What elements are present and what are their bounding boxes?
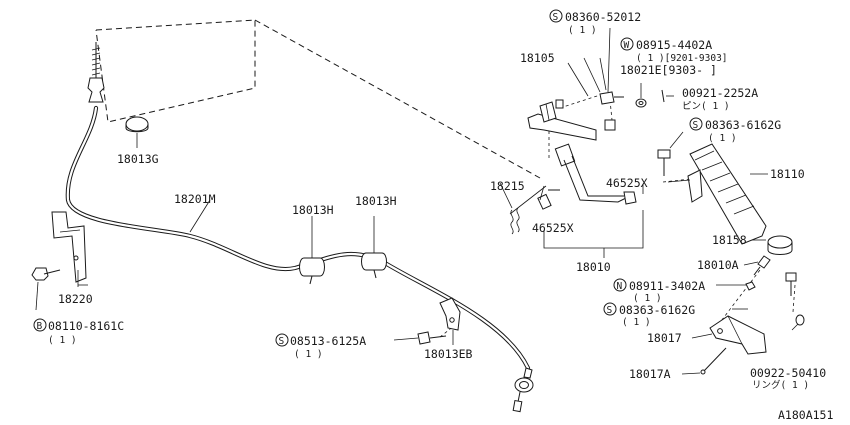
label-18215: 18215 — [490, 179, 525, 193]
nut-08911 — [716, 281, 756, 291]
bolt-08360 — [599, 27, 624, 105]
label-18017A: 18017A — [629, 367, 671, 381]
qty-08513: ( 1 ) — [294, 349, 323, 360]
accelerator-cable — [65, 42, 534, 413]
pedal-arm-18010 — [499, 99, 637, 235]
label-08911: 08911-3402A — [629, 279, 705, 293]
label-46525X-lower: 46525X — [532, 221, 574, 235]
circle-w-icon — [620, 37, 634, 51]
pedal-pad-18110 — [687, 143, 768, 245]
bolt-08363-lower — [732, 272, 797, 310]
label-18013H-right: 18013H — [355, 194, 397, 208]
label-18013H-left: 18013H — [292, 203, 334, 217]
clip-18013H-right — [361, 216, 387, 279]
bracket-18017 — [691, 315, 767, 355]
bracket-18220 — [31, 211, 87, 287]
label-00921: 00921-2252A — [682, 86, 758, 100]
prefix-n: N — [617, 281, 623, 292]
label-18220: 18220 — [58, 292, 93, 306]
pin-18017A — [681, 347, 727, 375]
qty-08360: ( 1 ) — [568, 25, 597, 36]
pin-00921 — [661, 89, 674, 103]
label-18021E: 18021E[9303- ] — [620, 63, 717, 77]
label-18010: 18010 — [576, 260, 611, 274]
prefix-b: B — [37, 321, 43, 332]
circle-s-icon — [275, 333, 289, 347]
label-00922: 00922-50410 — [750, 366, 826, 380]
qty-08363-upper: ( 1 ) — [708, 133, 737, 144]
label-18110: 18110 — [770, 167, 805, 181]
circle-n-icon — [613, 278, 627, 292]
clip-18013EB — [439, 297, 461, 345]
sub-00922: リング( 1 ) — [752, 379, 809, 391]
label-08110: 08110-8161C — [48, 319, 124, 333]
clip-18013H-left — [299, 216, 325, 285]
label-18201M: 18201M — [174, 192, 216, 206]
label-18010A: 18010A — [697, 258, 739, 272]
ring-00922 — [791, 314, 805, 331]
circle-s-icon — [603, 302, 617, 316]
label-08360: 08360-52012 — [565, 10, 641, 24]
qty-08363-lower: ( 1 ) — [622, 317, 651, 328]
qty-08911: ( 1 ) — [633, 293, 662, 304]
washer-08915 — [635, 83, 647, 108]
label-08363-lower: 08363-6162G — [619, 303, 695, 317]
grommet-18013G — [125, 116, 149, 148]
stopper-18158 — [752, 235, 793, 255]
label-18013G: 18013G — [117, 152, 159, 166]
callout-labels: 18013G 18201M 18013H 18013H 18220 B 0811… — [33, 9, 833, 422]
sub-00921: ピン( 1 ) — [682, 101, 730, 112]
label-08915: 08915-4402A — [636, 38, 712, 52]
label-08363-upper: 08363-6162G — [705, 118, 781, 132]
prefix-s-08360: S — [553, 12, 559, 23]
figure-code: A180A151 — [778, 408, 833, 422]
bolt-18010A — [743, 255, 771, 276]
leader-lines — [35, 57, 691, 311]
prefix-s-08513: S — [279, 336, 285, 347]
label-08513: 08513-6125A — [290, 334, 366, 348]
label-18017: 18017 — [647, 331, 682, 345]
prefix-w: W — [624, 40, 630, 51]
circle-b-icon — [33, 318, 47, 332]
label-46525X-upper: 46525X — [606, 176, 648, 190]
label-18013EB: 18013EB — [424, 347, 473, 361]
circle-s-icon — [549, 9, 563, 23]
bolt-08363-upper — [657, 131, 684, 176]
circle-s-icon — [689, 117, 703, 131]
bolt-08513 — [393, 331, 447, 345]
label-18158: 18158 — [712, 233, 747, 247]
qty-08110: ( 1 ) — [48, 335, 77, 346]
range-08915: ( 1 )[9201-9303] — [636, 53, 728, 64]
prefix-s-08363a: S — [693, 120, 699, 131]
label-18105: 18105 — [520, 51, 555, 65]
prefix-s-08363b: S — [607, 305, 613, 316]
